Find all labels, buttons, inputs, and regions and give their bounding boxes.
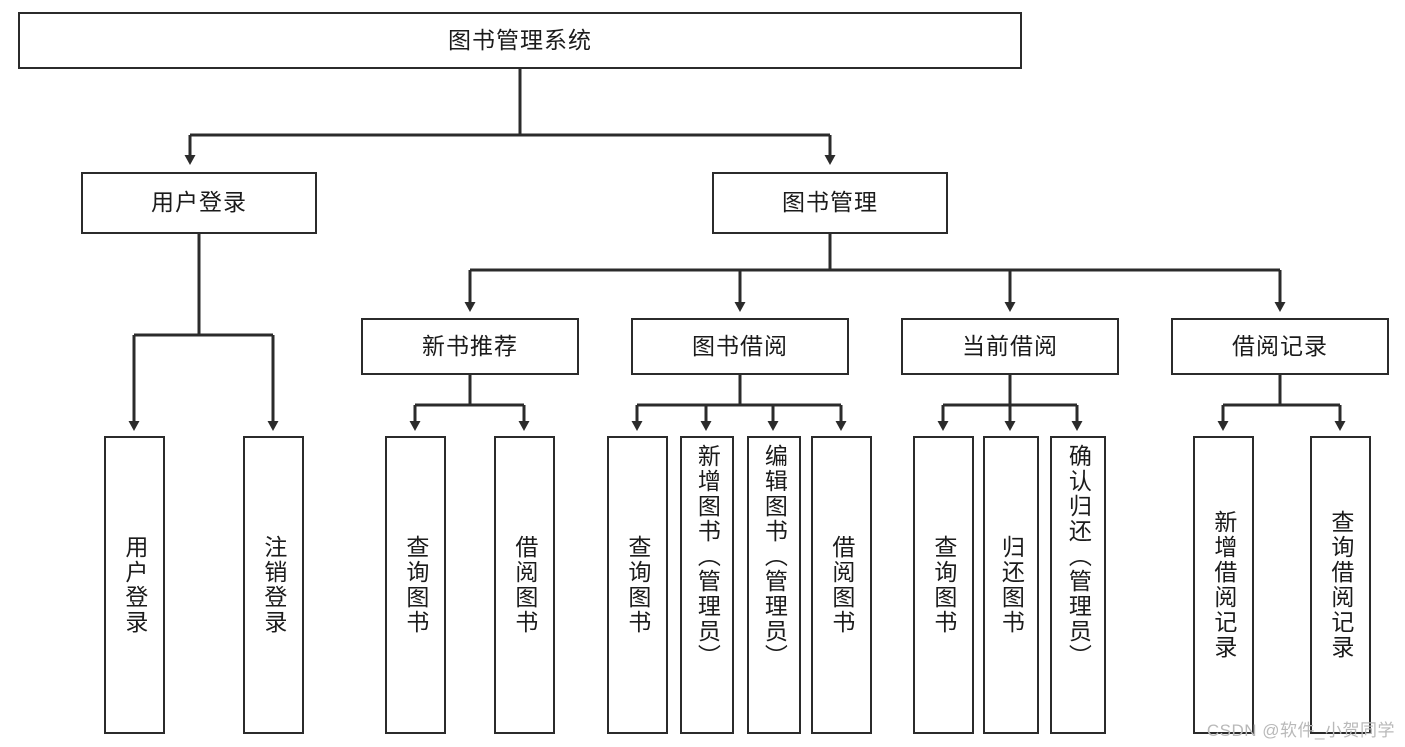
node-label: 查询借阅记录: [1327, 510, 1354, 660]
node-current-borrow[interactable]: 当前借阅: [901, 318, 1119, 375]
node-label: 图书借阅: [692, 332, 788, 359]
leaf-new-book-query-book[interactable]: 查询图书: [385, 436, 446, 734]
leaf-current-borrow-query-book[interactable]: 查询图书: [913, 436, 974, 734]
leaf-new-book-borrow-book[interactable]: 借阅图书: [494, 436, 555, 734]
csdn-watermark: CSDN @软件_小贺同学: [1206, 721, 1395, 740]
node-borrow-record[interactable]: 借阅记录: [1171, 318, 1389, 375]
node-label: 用户登录: [121, 535, 148, 635]
node-user-login[interactable]: 用户登录: [81, 172, 317, 234]
node-label: 查询图书: [624, 535, 651, 635]
leaf-borrow-record-add-record[interactable]: 新增借阅记录: [1193, 436, 1254, 734]
node-label: 新增借阅记录: [1210, 510, 1237, 660]
node-book-management[interactable]: 图书管理: [712, 172, 948, 234]
node-label: 查询图书: [402, 535, 429, 635]
node-label: 新书推荐: [422, 332, 518, 359]
node-label: 归还图书: [998, 535, 1025, 635]
leaf-book-borrow-add-book-admin[interactable]: 新增图书（管理员）: [680, 436, 734, 734]
node-label: 新增图书（管理员）: [694, 444, 721, 669]
leaf-user-login-login[interactable]: 用户登录: [104, 436, 165, 734]
node-label: 借阅图书: [511, 535, 538, 635]
leaf-book-borrow-query-book[interactable]: 查询图书: [607, 436, 668, 734]
leaf-borrow-record-query-record[interactable]: 查询借阅记录: [1310, 436, 1371, 734]
leaf-current-borrow-confirm-return-admin[interactable]: 确认归还（管理员）: [1050, 436, 1106, 734]
leaf-current-borrow-return-book[interactable]: 归还图书: [983, 436, 1039, 734]
node-label: 图书管理系统: [448, 26, 592, 53]
node-book-borrow[interactable]: 图书借阅: [631, 318, 849, 375]
node-label: 确认归还（管理员）: [1065, 444, 1092, 669]
leaf-book-borrow-edit-book-admin[interactable]: 编辑图书（管理员）: [747, 436, 801, 734]
leaf-user-login-logout[interactable]: 注销登录: [243, 436, 304, 734]
node-new-book-recommend[interactable]: 新书推荐: [361, 318, 579, 375]
leaf-book-borrow-borrow-book[interactable]: 借阅图书: [811, 436, 872, 734]
node-label: 注销登录: [260, 535, 287, 635]
node-label: 用户登录: [151, 189, 247, 216]
node-label: 编辑图书（管理员）: [761, 444, 788, 669]
node-label: 借阅记录: [1232, 332, 1328, 359]
node-label: 图书管理: [782, 189, 878, 216]
node-label: 当前借阅: [962, 332, 1058, 359]
node-label: 查询图书: [930, 535, 957, 635]
node-root-book-management-system[interactable]: 图书管理系统: [18, 12, 1022, 69]
node-label: 借阅图书: [828, 535, 855, 635]
